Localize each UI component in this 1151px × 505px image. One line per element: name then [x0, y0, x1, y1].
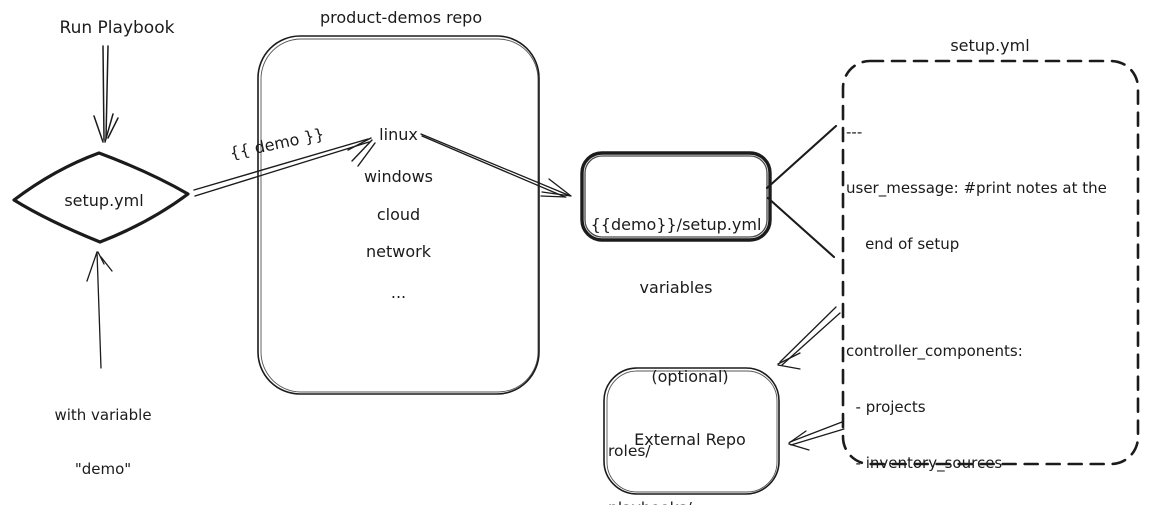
with-variable-arrow — [86, 251, 113, 369]
yaml-projects-item: - projects — [846, 398, 926, 416]
variables-to-setupyml-lines — [765, 124, 838, 259]
variables-box-line2: variables — [639, 278, 713, 297]
external-repo-box — [603, 367, 780, 495]
repo-item-ellipsis: ... — [390, 283, 407, 302]
variables-box-line1: {{demo}}/setup.yml — [590, 215, 762, 234]
external-repo-roles: roles/ — [608, 442, 651, 460]
setup-diamond-shape — [12, 151, 190, 244]
linux-to-variables-arrow — [420, 133, 572, 198]
repo-item-linux: linux — [379, 125, 418, 144]
yaml-doc-start: --- — [846, 123, 863, 141]
product-demos-repo-title: product-demos repo — [320, 8, 483, 27]
external-repo-playbooks: playbooks/ — [608, 499, 773, 505]
setupyml-dashed-box — [841, 59, 1140, 466]
external-repo-title-line2: External Repo — [634, 430, 746, 449]
product-demos-repo-items: linux windows cloud network ... — [257, 0, 540, 394]
repo-item-network: network — [366, 242, 431, 261]
with-variable-label: with variable "demo" — [40, 370, 166, 505]
with-variable-line1: with variable — [54, 406, 152, 424]
yaml-inventory-sources-item: - inventory_sources — [846, 454, 1003, 472]
external-repo-title-line1: (optional) — [651, 367, 729, 386]
run-playbook-arrow — [93, 45, 119, 143]
demo-arrow — [193, 137, 376, 197]
repo-item-windows: windows — [363, 167, 434, 186]
variables-box — [580, 151, 772, 242]
repo-item-cloud: cloud — [376, 205, 421, 224]
setupyml-file-title: setup.yml — [950, 36, 1030, 55]
external-repo-title: (optional) External Repo — [620, 324, 760, 492]
yaml-user-message-cont: end of setup — [846, 235, 960, 253]
with-variable-line2: "demo" — [74, 460, 132, 478]
product-demos-repo-box — [257, 35, 540, 395]
yaml-controller-components: controller_components: — [846, 342, 1023, 360]
yaml-user-message: user_message: #print notes at the — [846, 179, 1107, 197]
jobtemplates-to-extrepo-arrow — [788, 421, 845, 451]
projects-to-extrepo-arrow — [777, 306, 841, 370]
run-playbook-label: Run Playbook — [59, 18, 175, 38]
variables-box-label: {{demo}}/setup.yml variables — [582, 172, 770, 340]
external-repo-content: roles/ playbooks/ .... — [608, 404, 773, 505]
yaml-blank — [846, 290, 1138, 305]
setupyml-file-content: --- user_message: #print notes at the en… — [846, 86, 1138, 505]
setup-diamond-label: setup.yml — [64, 191, 144, 210]
